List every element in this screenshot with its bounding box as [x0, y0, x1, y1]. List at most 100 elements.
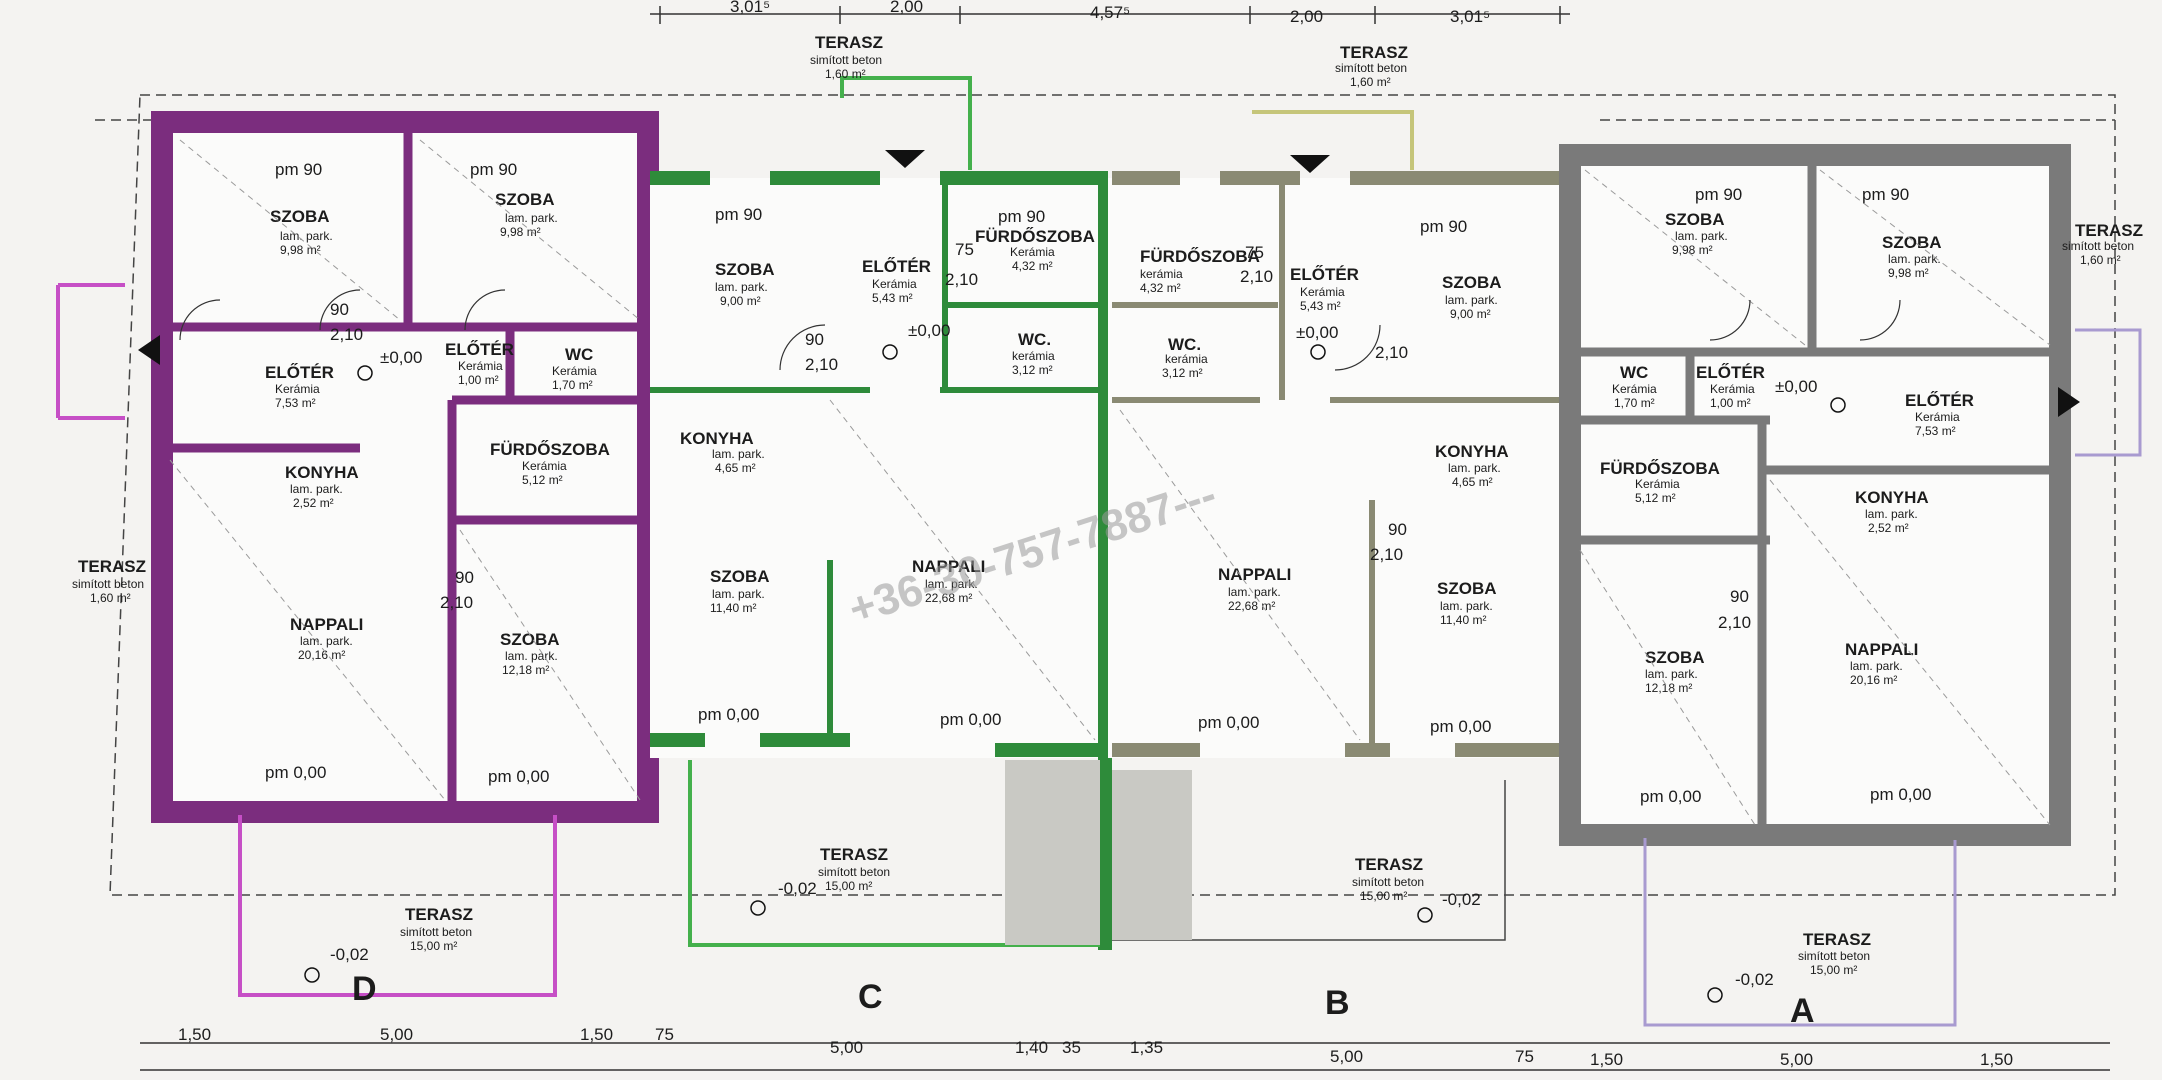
room-name: ELŐTÉR: [1696, 363, 1765, 382]
room-name: KONYHA: [285, 463, 359, 482]
room-floor: kerámia: [1140, 267, 1183, 281]
room-name: SZOBA: [270, 207, 330, 226]
room-floor: lam. park.: [1440, 599, 1493, 613]
room-area: 5,12 m²: [1635, 491, 1676, 505]
door-height: 2,10: [440, 593, 473, 612]
room-area: 1,00 m²: [1710, 396, 1751, 410]
top-dim-1: 3,01⁵: [730, 0, 770, 16]
terrace-floor: simított beton: [1335, 61, 1407, 75]
top-dimension-chain: 3,01⁵ 2,00 4,57⁵ 2,00 3,01⁵: [650, 0, 1570, 26]
door-width: 90: [1388, 520, 1407, 539]
room-floor: kerámia: [1165, 352, 1208, 366]
bottom-dim-8: 1,35: [1130, 1038, 1163, 1057]
bottom-dim-2: 5,00: [380, 1025, 413, 1044]
room-floor: Kerámia: [872, 277, 917, 291]
terrace-name: TERASZ: [1355, 855, 1423, 874]
door-height: 2,10: [805, 355, 838, 374]
room-floor: lam. park.: [712, 587, 765, 601]
room-floor: Kerámia: [1612, 382, 1657, 396]
room-name: SZOBA: [1437, 579, 1497, 598]
room-area: 9,98 m²: [500, 225, 541, 239]
bottom-dimension-chain: 1,50 5,00 1,50 75 5,00 1,40 35 1,35 5,00…: [140, 1025, 2110, 1071]
terrace-floor: simított beton: [1798, 949, 1870, 963]
door-height: 2,10: [945, 270, 978, 289]
room-area: 5,43 m²: [1300, 299, 1341, 313]
terrace-name: TERASZ: [78, 557, 146, 576]
unit-C-rooms: pm 90 SZOBA lam. park. 9,00 m² ELŐTÉR Ke…: [680, 33, 1095, 898]
room-area: 4,65 m²: [715, 461, 756, 475]
terrace-level: -0,02: [330, 945, 369, 964]
entry-arrows: [138, 150, 2080, 417]
room-area: 9,98 m²: [280, 243, 321, 257]
room-area: 9,98 m²: [1888, 266, 1929, 280]
room-area: 5,43 m²: [872, 291, 913, 305]
room-area: 9,98 m²: [1672, 243, 1713, 257]
room-name: WC: [565, 345, 593, 364]
room-level: ±0,00: [380, 348, 422, 367]
room-name: ELŐTÉR: [265, 363, 334, 382]
room-floor: lam. park.: [300, 634, 353, 648]
bottom-dim-6: 1,40: [1015, 1038, 1048, 1057]
terrace-floor: simított beton: [2062, 239, 2134, 253]
room-area: 12,18 m²: [1645, 681, 1692, 695]
room-level: ±0,00: [908, 321, 950, 340]
room-name: ELŐTÉR: [445, 340, 514, 359]
room-pm: pm 90: [470, 160, 517, 179]
room-name: FÜRDŐSZOBA: [490, 440, 610, 459]
room-floor: Kerámia: [1710, 382, 1755, 396]
bottom-dim-4: 75: [655, 1025, 674, 1044]
room-name: WC: [1620, 363, 1648, 382]
room-area: 20,16 m²: [298, 648, 345, 662]
unit-letter: D: [352, 970, 377, 1008]
terrace-floor: simított beton: [1352, 875, 1424, 889]
terrace-name: TERASZ: [2075, 221, 2143, 240]
room-pm: pm 90: [1695, 185, 1742, 204]
unit-B-rooms: FÜRDŐSZOBA kerámia 4,32 m² ELŐTÉR Kerámi…: [1140, 43, 1509, 909]
entry-arrow-icon: [1290, 155, 1330, 173]
room-name: NAPPALI: [290, 615, 363, 634]
room-floor: Kerámia: [522, 459, 567, 473]
room-floor: lam. park.: [1850, 659, 1903, 673]
room-name: WC.: [1168, 335, 1201, 354]
room-area: 2,52 m²: [1868, 521, 1909, 535]
room-pm: pm 90: [998, 207, 1045, 226]
room-name: SZOBA: [1882, 233, 1942, 252]
terrace-area: 1,60 m²: [1350, 75, 1391, 89]
room-floor: lam. park.: [715, 280, 768, 294]
room-name: ELŐTÉR: [862, 257, 931, 276]
terrace-name: TERASZ: [1340, 43, 1408, 62]
room-area: 1,70 m²: [552, 378, 593, 392]
top-dim-4: 2,00: [1290, 7, 1323, 26]
top-dim-2: 2,00: [890, 0, 923, 16]
room-pm: pm 0,00: [1430, 717, 1491, 736]
room-name: KONYHA: [680, 429, 754, 448]
room-area: 22,68 m²: [1228, 599, 1275, 613]
room-pm: pm 0,00: [1198, 713, 1259, 732]
terrace-level: -0,02: [1442, 890, 1481, 909]
unit-letter: B: [1325, 984, 1350, 1022]
room-floor: kerámia: [1012, 349, 1055, 363]
room-floor: lam. park.: [1445, 293, 1498, 307]
unit-A-rooms: pm 90 SZOBA lam. park. 9,98 m² pm 90 SZO…: [1600, 185, 2143, 989]
terrace-area: 1,60 m²: [2080, 253, 2121, 267]
door-width: 90: [330, 300, 349, 319]
bottom-dim-12: 5,00: [1780, 1050, 1813, 1069]
room-name: KONYHA: [1855, 488, 1929, 507]
room-floor: lam. park.: [280, 229, 333, 243]
terrace-floor: simított beton: [72, 577, 144, 591]
room-name: SZOBA: [500, 630, 560, 649]
unit-D: pm 90 SZOBA lam. park. 9,98 m² pm 90 SZO…: [56, 111, 659, 1008]
room-name: SZOBA: [1442, 273, 1502, 292]
terrace-name: TERASZ: [820, 845, 888, 864]
room-area: 7,53 m²: [1915, 424, 1956, 438]
room-pm: pm 0,00: [698, 705, 759, 724]
room-name: SZOBA: [710, 567, 770, 586]
room-area: 3,12 m²: [1162, 366, 1203, 380]
terrace-area: 15,00 m²: [1360, 889, 1407, 903]
terrace-level: -0,02: [778, 879, 817, 898]
unit-C: pm 90 SZOBA lam. park. 9,00 m² ELŐTÉR Ke…: [650, 33, 1112, 1016]
door-width: 75: [955, 240, 974, 259]
room-name: ELŐTÉR: [1290, 265, 1359, 284]
door-width: 75: [1245, 243, 1264, 262]
